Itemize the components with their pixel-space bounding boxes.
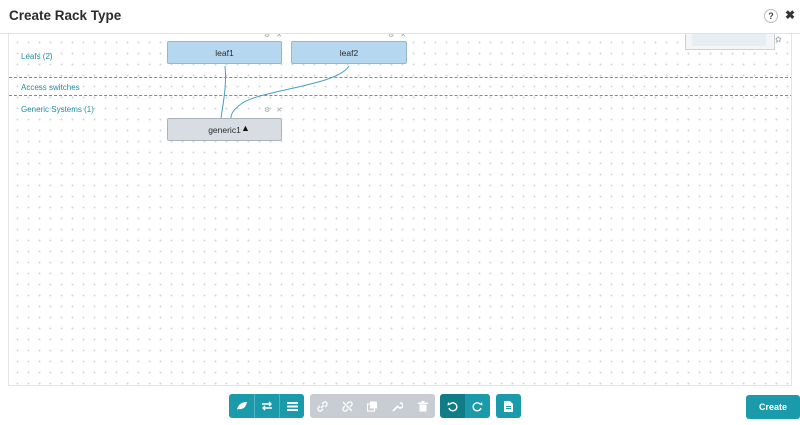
close-button[interactable]: ✖: [785, 8, 796, 22]
trash-icon[interactable]: [410, 394, 435, 418]
link-leaf2-generic1[interactable]: [230, 65, 350, 119]
minimap[interactable]: [685, 34, 775, 50]
dialog-title: Create Rack Type: [9, 8, 122, 23]
swap-icon[interactable]: [254, 394, 279, 418]
generic1-controls[interactable]: ⚙ ✕: [264, 107, 285, 114]
redo-icon[interactable]: [465, 394, 490, 418]
help-button[interactable]: ?: [764, 9, 778, 23]
toolbar-edit-group: [310, 394, 435, 418]
leaf2-controls[interactable]: ⚙ ✕: [388, 34, 409, 39]
section-label-generic: Generic Systems (1): [21, 105, 94, 114]
divider-leafs: [9, 77, 791, 78]
link-leaf1-generic1[interactable]: [220, 65, 226, 119]
divider-access: [9, 95, 791, 96]
links-layer: [220, 65, 350, 119]
document-icon[interactable]: [496, 394, 521, 418]
node-leaf1[interactable]: leaf1: [167, 41, 282, 64]
section-label-leafs: Leafs (2): [21, 52, 53, 61]
toolbar-create-group: [229, 394, 304, 418]
leaf-icon[interactable]: [229, 394, 254, 418]
unlink-icon[interactable]: [335, 394, 360, 418]
leaf1-controls[interactable]: ⚙ ✕: [264, 34, 285, 39]
toolbar-history-group: [440, 394, 490, 418]
rack-canvas[interactable]: ✿ Leafs (2) Access switches Generic Syst…: [8, 34, 792, 386]
toolbar-doc-group: [496, 394, 521, 418]
link-icon[interactable]: [310, 394, 335, 418]
node-generic1[interactable]: generic1: [167, 118, 282, 141]
minimap-gear-icon[interactable]: ✿: [775, 35, 782, 44]
wrench-icon[interactable]: [385, 394, 410, 418]
minimap-viewport[interactable]: [692, 34, 766, 46]
mouse-cursor-icon: ▲: [241, 123, 250, 133]
clone-icon[interactable]: [360, 394, 385, 418]
create-button[interactable]: Create: [746, 395, 800, 419]
list-icon[interactable]: [279, 394, 304, 418]
section-label-access: Access switches: [21, 83, 80, 92]
undo-icon[interactable]: [440, 394, 465, 418]
node-leaf2[interactable]: leaf2: [291, 41, 407, 64]
dialog-header: Create Rack Type ? ✖: [0, 0, 800, 34]
